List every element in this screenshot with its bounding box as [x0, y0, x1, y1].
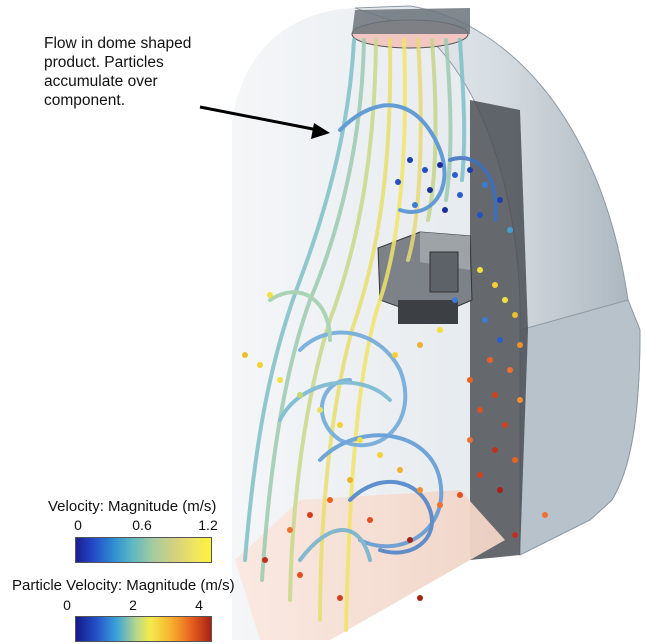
annotation-arrow	[199, 105, 330, 139]
velocity-tick-mid: 0.6	[132, 517, 152, 533]
particle-tick-min: 0	[63, 597, 71, 613]
inner-wall	[470, 100, 528, 560]
floor-plate	[235, 490, 505, 640]
particles	[242, 157, 548, 601]
velocity-streamlines	[243, 38, 498, 632]
housing-left-translucent	[232, 8, 470, 640]
housing-skirt	[519, 299, 641, 556]
particle-tick-mid: 2	[129, 597, 137, 613]
annotation-line-1: Flow in dome shaped	[44, 35, 192, 52]
velocity-tick-max: 1.2	[198, 517, 218, 533]
particle-legend-title: Particle Velocity: Magnitude (m/s)	[12, 577, 235, 594]
electronic-component	[377, 231, 473, 324]
velocity-tick-min: 0	[74, 517, 82, 533]
annotation-line-2: product. Particles	[44, 54, 164, 71]
velocity-legend-title: Velocity: Magnitude (m/s)	[48, 498, 217, 515]
annotation-line-3: accumulate over	[44, 73, 158, 90]
annotation-text: Flow in dome shaped product. Particles a…	[44, 34, 244, 110]
velocity-colorbar	[75, 537, 212, 563]
particle-tick-max: 4	[195, 597, 203, 613]
particle-colorbar	[75, 616, 212, 642]
annotation-line-4: component.	[44, 92, 125, 109]
inlet-rim	[352, 8, 470, 34]
